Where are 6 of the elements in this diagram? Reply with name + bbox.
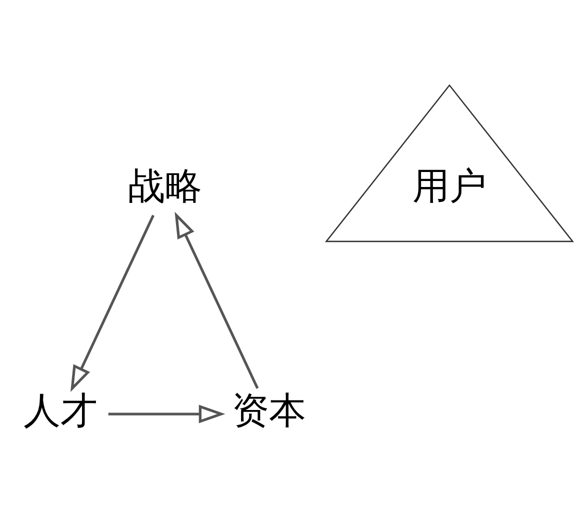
arrow — [174, 211, 259, 388]
node-text: 人才 — [24, 388, 98, 432]
node-text: 战略 — [128, 164, 202, 207]
arrow — [70, 214, 154, 392]
node-text: 资本 — [232, 388, 306, 432]
arrow — [108, 404, 226, 423]
